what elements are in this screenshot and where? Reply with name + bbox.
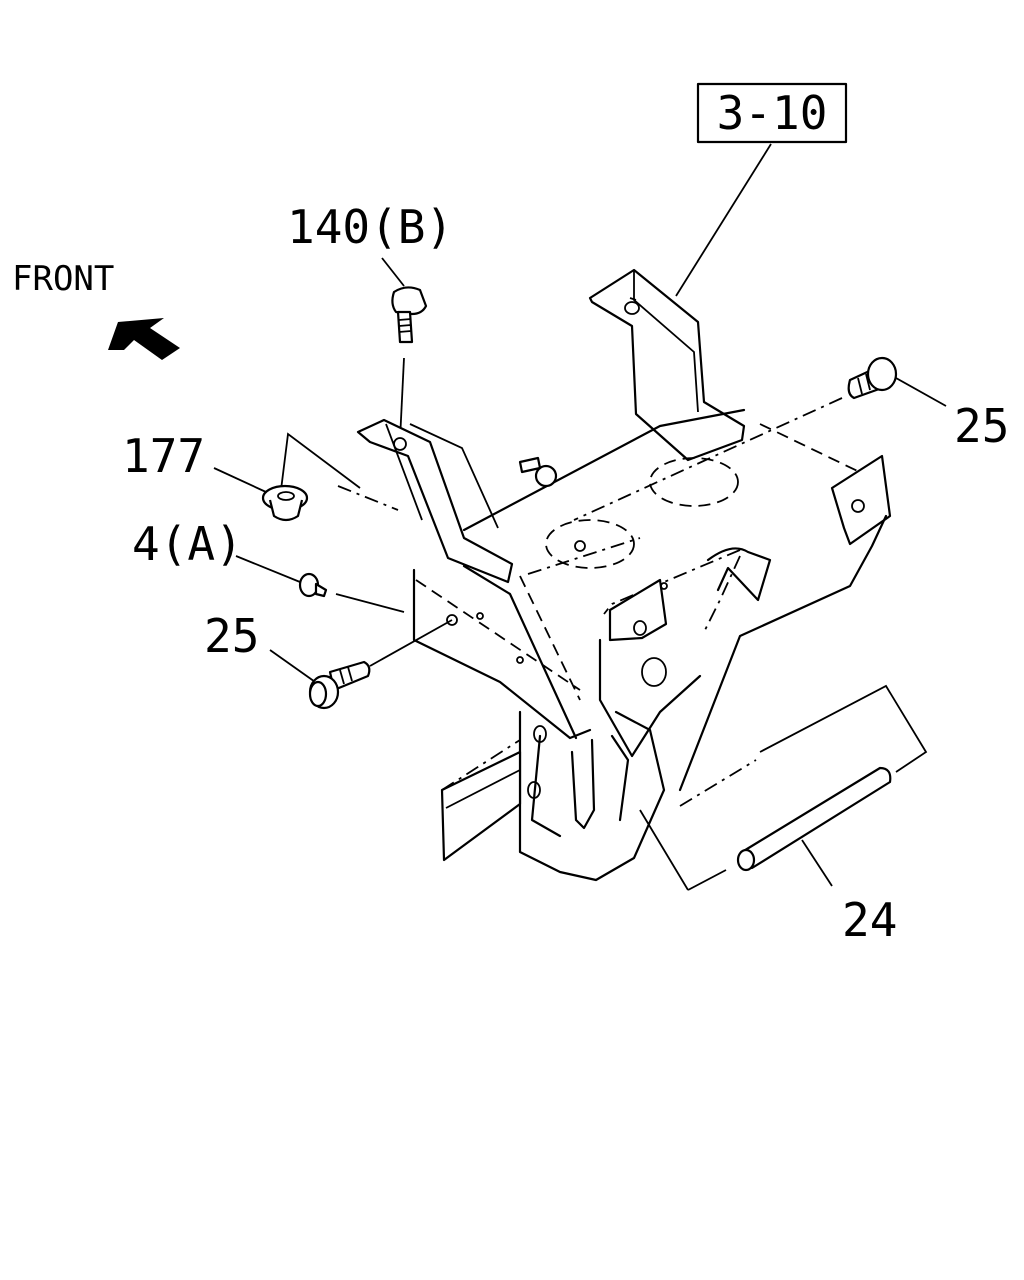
pedal-bracket xyxy=(356,268,892,882)
flange-nut-icon[interactable] xyxy=(261,484,309,522)
clip-icon[interactable] xyxy=(298,572,328,598)
reference-label: 3-10 xyxy=(717,86,828,140)
pin-bracket-a xyxy=(687,869,727,891)
leader-pin xyxy=(801,839,833,887)
bolt-right-label: 25 xyxy=(954,399,1009,453)
pin-bracket-b xyxy=(759,684,928,773)
front-label: FRONT xyxy=(12,259,114,299)
axis-bolt-left xyxy=(369,619,453,667)
bolt-left-label: 25 xyxy=(204,609,259,663)
axis-clip xyxy=(335,593,405,613)
bolt-left-icon[interactable] xyxy=(308,660,371,710)
clip-label: 4(A) xyxy=(132,517,243,571)
bolt-top-icon[interactable] xyxy=(391,286,428,344)
nut-label: 177 xyxy=(122,429,205,483)
leader-bolt-right xyxy=(895,377,947,407)
bolt-top-label: 140(B) xyxy=(287,200,453,254)
pin-label: 24 xyxy=(842,893,897,947)
bolt-right-icon[interactable] xyxy=(847,356,898,400)
pin-bracket-c xyxy=(639,809,689,891)
pin-icon[interactable] xyxy=(736,766,892,872)
leader-nut-2 xyxy=(279,432,361,499)
leader-bolt-top-axis xyxy=(399,357,405,441)
reference-box[interactable]: 3-10 xyxy=(696,82,848,144)
leader-ref xyxy=(675,143,772,297)
pin-bracket-d xyxy=(679,759,757,807)
axis-nut xyxy=(337,485,399,511)
leader-bolt-top xyxy=(381,257,405,287)
leader-nut xyxy=(213,467,267,493)
leader-clip xyxy=(235,555,301,583)
arrow-up-left-icon xyxy=(108,318,180,360)
leader-bolt-left xyxy=(269,649,319,685)
